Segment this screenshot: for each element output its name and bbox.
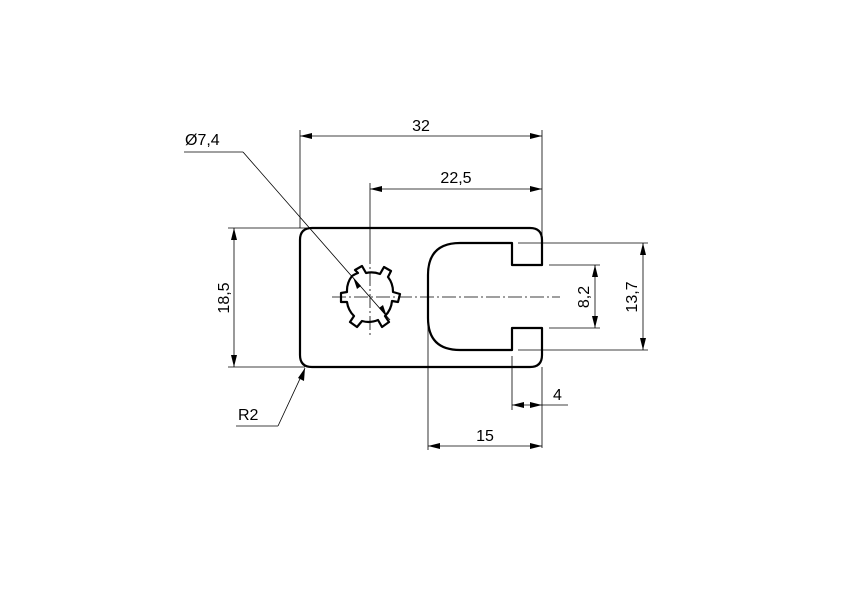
outer-contour xyxy=(298,226,544,369)
dim-slot-length: 15 xyxy=(427,297,542,450)
dim-label-13-7: 13,7 xyxy=(624,281,641,312)
dim-label-8-2: 8,2 xyxy=(576,286,593,308)
dim-label-18-5: 18,5 xyxy=(216,282,233,313)
dim-overall-width: 32 xyxy=(299,118,543,240)
dim-label-15: 15 xyxy=(476,428,494,445)
center-lines xyxy=(332,250,560,338)
keyed-hole xyxy=(339,264,402,329)
dim-hole-to-edge: 22,5 xyxy=(369,170,542,250)
dim-corner-radius: R2 xyxy=(236,367,306,427)
dim-label-32: 32 xyxy=(412,118,430,135)
dim-height: 18,5 xyxy=(216,227,312,368)
dim-notch-span: 13,7 xyxy=(518,242,648,351)
dim-label-4: 4 xyxy=(553,387,562,404)
part-outline xyxy=(298,226,544,369)
dim-label-diameter: Ø7,4 xyxy=(185,132,220,149)
dim-slot-width: 8,2 xyxy=(549,264,600,329)
dim-label-22-5: 22,5 xyxy=(440,170,471,187)
dim-label-r2: R2 xyxy=(238,407,259,424)
dim-hole-diameter: Ø7,4 xyxy=(184,132,391,321)
dim-notch-depth: 4 xyxy=(511,356,568,448)
